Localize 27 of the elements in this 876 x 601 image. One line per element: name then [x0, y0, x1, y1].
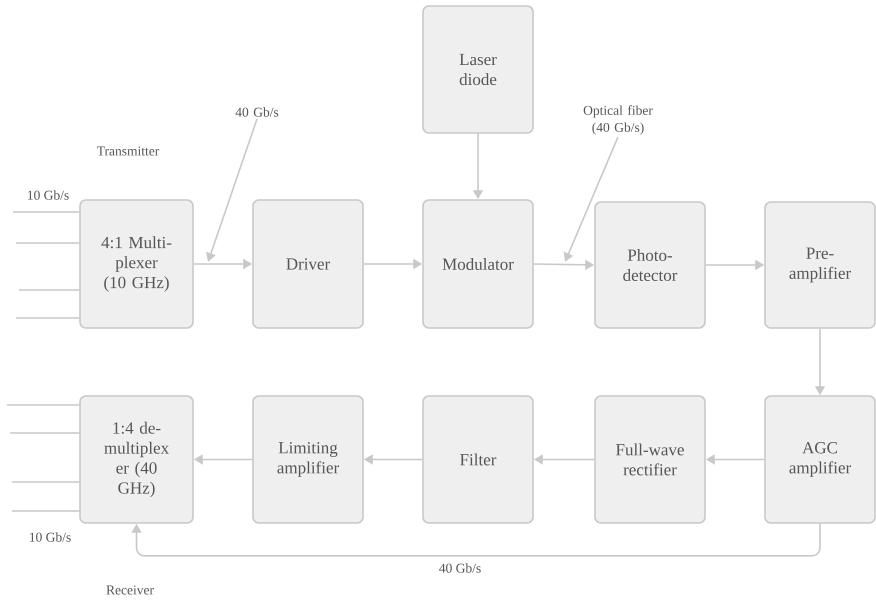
text-label: 10 Gb/s [30, 532, 71, 542]
block-box: 1:4 de- multiplex er (40 GHz) [79, 395, 194, 524]
input-line [16, 242, 80, 244]
edge-label: 40 Gb/s [438, 562, 482, 574]
text-label: Transmitter [97, 146, 160, 156]
signal-label: 40 Gb/s [236, 107, 278, 117]
block-box: AGC amplifier [764, 395, 876, 524]
input-line [16, 317, 80, 319]
block-box: Pre- amplifier [764, 201, 876, 329]
block-box: Limiting amplifier [252, 395, 364, 524]
arrow [131, 524, 821, 557]
input-line [13, 211, 80, 213]
text-label: Receiver [106, 585, 154, 595]
output-line [12, 481, 80, 483]
block-box: Laser diode [422, 5, 534, 134]
input-line [19, 289, 80, 291]
block-box: 4:1 Multi- plexer (10 GHz) [79, 199, 194, 329]
output-line [10, 432, 80, 434]
block-box: Modulator [422, 199, 534, 329]
output-line [7, 404, 80, 406]
block-box: Driver [252, 199, 364, 329]
block-box: Full-wave rectifier [594, 395, 706, 524]
text-label: 10 Gb/s [28, 190, 69, 200]
signal-label: Optical fiber (40 Gb/s) [584, 105, 653, 135]
block-box: Photo- detector [594, 201, 706, 329]
output-line [12, 510, 80, 512]
block-box: Filter [422, 395, 534, 524]
